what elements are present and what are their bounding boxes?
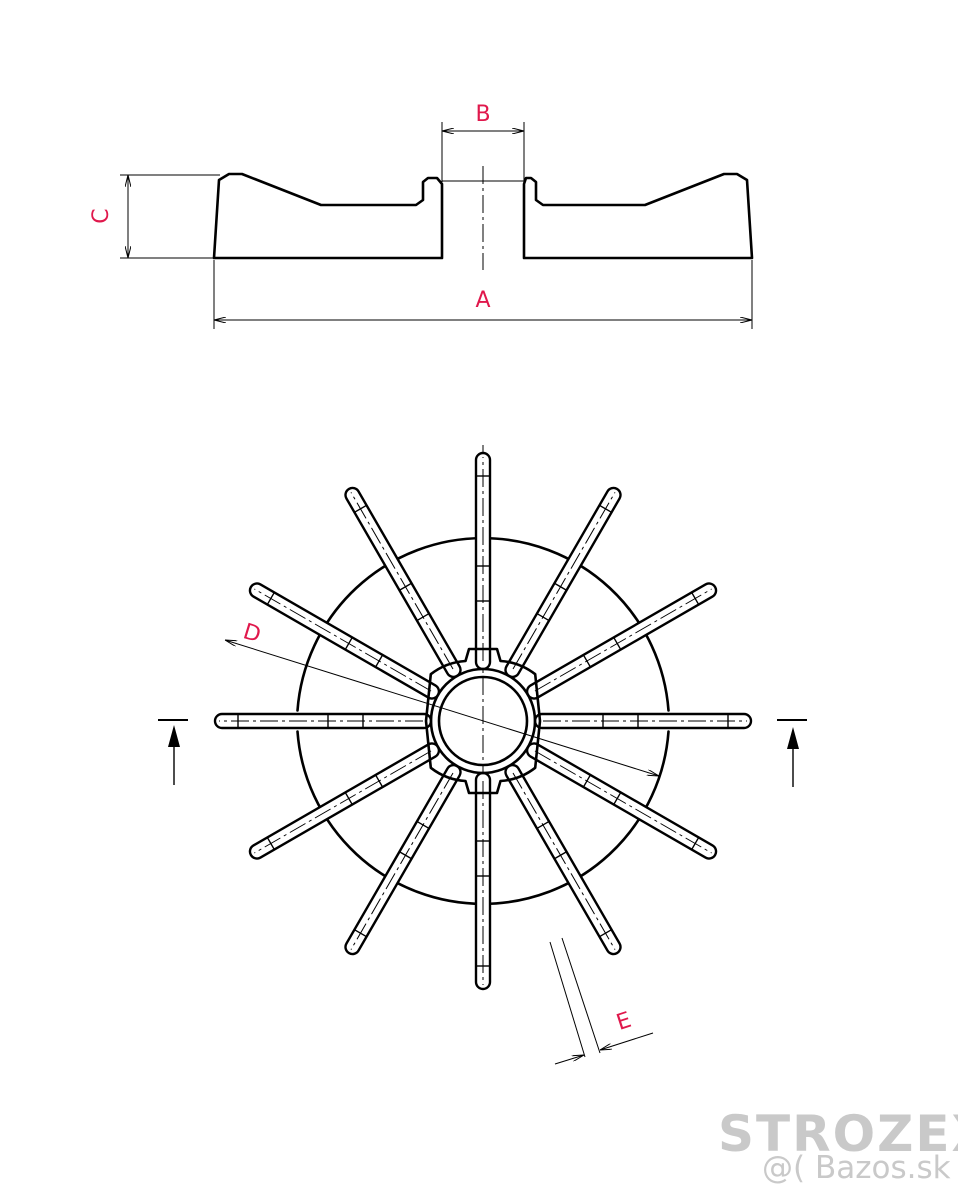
dim-d-label: D xyxy=(240,619,264,648)
spoke xyxy=(504,763,622,956)
dim-e-ext-right xyxy=(561,937,601,1054)
dim-e-line-right xyxy=(600,1032,654,1050)
dim-e-ext-left xyxy=(549,941,586,1058)
spoke xyxy=(533,712,753,730)
dim-c-label: C xyxy=(89,208,114,223)
section-view: C B A xyxy=(89,102,754,329)
section-right-half xyxy=(522,172,754,260)
watermark-brand: STROZEX xyxy=(718,1105,958,1163)
dim-e-label: E xyxy=(614,1008,635,1036)
spoke xyxy=(474,771,492,991)
section-arrow-right xyxy=(777,719,807,787)
spoke xyxy=(474,451,492,671)
section-left-half xyxy=(212,172,444,260)
dim-e-line-left xyxy=(554,1055,584,1065)
section-arrow-left xyxy=(158,719,188,785)
plan-view: D E xyxy=(158,445,807,1065)
dim-b-label: B xyxy=(475,102,490,127)
spoke xyxy=(213,712,433,730)
dim-a-label: A xyxy=(475,288,490,313)
watermark-site: @( Bazos.sk xyxy=(762,1150,951,1186)
dim-d-line xyxy=(225,640,659,776)
